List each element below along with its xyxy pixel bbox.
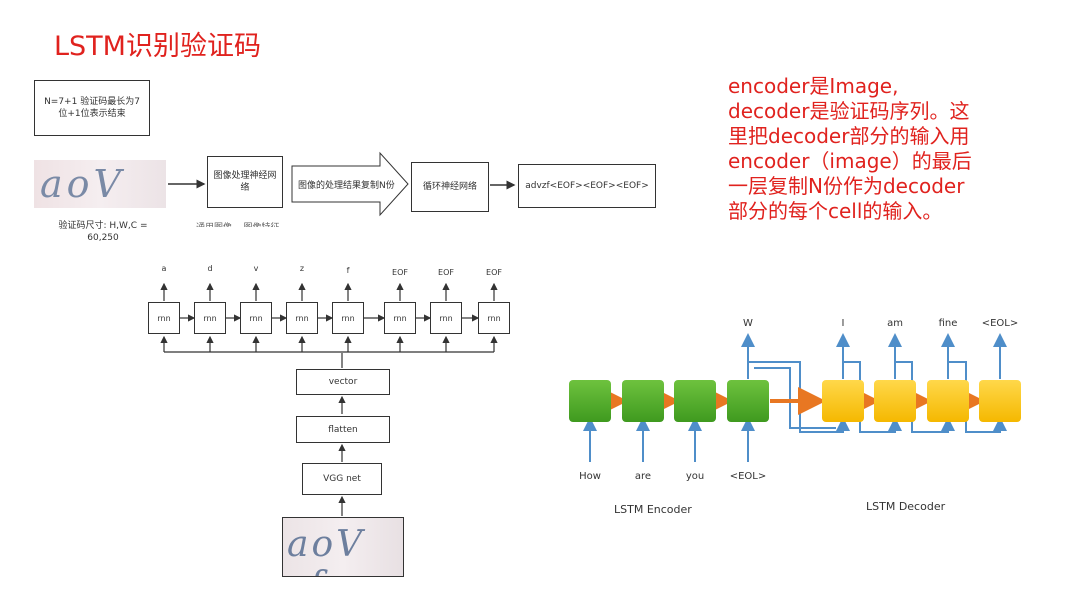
- rnn-cell: rnn: [384, 302, 416, 334]
- rnn-cell: rnn: [194, 302, 226, 334]
- rnn-cell: rnn: [240, 302, 272, 334]
- rnn-cell: rnn: [478, 302, 510, 334]
- pipeline-arrows: [168, 151, 516, 217]
- captcha-image: aoV zf: [282, 517, 404, 577]
- decoder-cell: [927, 380, 969, 422]
- size-note: 验证码尺寸: H,W,C = 60,250: [58, 221, 148, 243]
- captcha-text: aoV zf: [40, 162, 125, 208]
- rnn-cell: rnn: [430, 302, 462, 334]
- encoder-cell: [727, 380, 769, 422]
- output-label: f: [346, 266, 350, 275]
- encoder-input-label: you: [685, 471, 705, 482]
- encoder-cell: [674, 380, 716, 422]
- note-line: encoder是Image,: [728, 74, 899, 98]
- cut-note: 通用图像 ...图像特征...: [196, 220, 288, 227]
- rnn-cell: rnn: [286, 302, 318, 334]
- encoder-input-label: are: [634, 471, 652, 482]
- rnn-connections: [160, 282, 498, 516]
- captcha-image: aoV zf: [34, 160, 166, 208]
- decoder-output-label: <EOL>: [981, 318, 1019, 329]
- rnn-cell: rnn: [332, 302, 364, 334]
- output-label: EOF: [486, 268, 502, 277]
- captcha-text: aoV zf: [287, 524, 366, 576]
- output-label: a: [161, 264, 167, 273]
- decoder-output-label: I: [841, 318, 845, 329]
- page-title: LSTM识别验证码: [54, 31, 261, 62]
- decoder-cell: [979, 380, 1021, 422]
- encoder-caption: LSTM Encoder: [614, 503, 692, 516]
- encoder-cell: [569, 380, 611, 422]
- explanation-text: encoder是Image, decoder是验证码序列。这 里把decoder…: [728, 74, 1058, 224]
- seq2seq-lines: [583, 333, 1007, 462]
- rnn-cell: rnn: [148, 302, 180, 334]
- image-network-box: 图像处理神经网络: [207, 156, 283, 208]
- output-label: v: [253, 264, 259, 273]
- encoder-output-label: W: [743, 318, 753, 329]
- decoder-cell: [822, 380, 864, 422]
- output-label: z: [299, 264, 305, 273]
- note-line: 部分的每个cell的输入。: [728, 199, 943, 223]
- output-label: d: [207, 264, 213, 273]
- rnn-box: 循环神经网络: [411, 162, 489, 212]
- info-box: N=7+1 验证码最长为7位+1位表示结束: [34, 80, 150, 136]
- encoder-input-label: <EOL>: [729, 471, 767, 482]
- decoder-output-label: fine: [938, 318, 958, 329]
- decoder-cell: [874, 380, 916, 422]
- note-line: 里把decoder部分的输入用: [728, 124, 970, 148]
- output-box: advzf<EOF><EOF><EOF>: [518, 164, 656, 208]
- encoder-cell: [622, 380, 664, 422]
- copy-arrow-label: 图像的处理结果复制N份: [298, 181, 395, 191]
- flatten-box: flatten: [296, 416, 390, 443]
- note-line: 一层复制N份作为decoder: [728, 174, 965, 198]
- decoder-caption: LSTM Decoder: [866, 500, 946, 513]
- note-line: decoder是验证码序列。这: [728, 99, 970, 123]
- decoder-output-label: am: [887, 318, 903, 329]
- output-label: EOF: [438, 268, 454, 277]
- encoder-input-label: How: [579, 471, 601, 482]
- note-line: encoder（image）的最后: [728, 149, 972, 173]
- vgg-box: VGG net: [302, 463, 382, 495]
- vector-box: vector: [296, 369, 390, 395]
- output-label: EOF: [392, 268, 408, 277]
